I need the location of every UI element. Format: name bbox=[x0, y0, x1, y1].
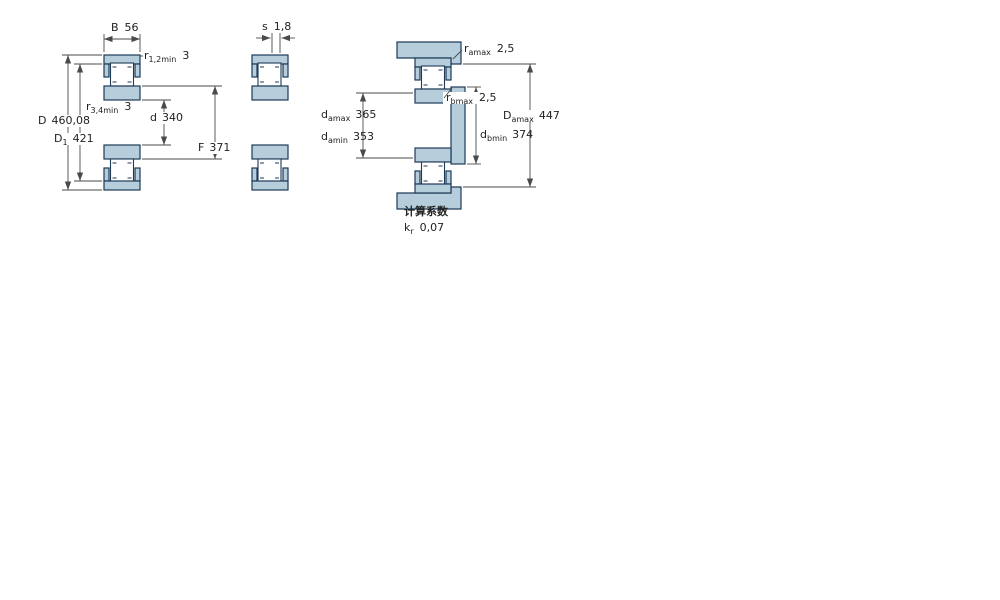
inner-ring-top bbox=[103, 85, 141, 101]
leader-line-ramax bbox=[452, 49, 463, 60]
outer-ring-flange-top-right bbox=[134, 63, 141, 78]
cage-marks bbox=[423, 165, 443, 182]
inner-ring-bottom bbox=[103, 144, 141, 160]
outer-ring-flange-top-left bbox=[414, 66, 421, 81]
outer-ring-flange-bottom-right bbox=[282, 167, 289, 182]
outer-ring-flange-top-left bbox=[103, 63, 110, 78]
label-background bbox=[147, 112, 185, 124]
outer-ring-flange-bottom-right bbox=[134, 167, 141, 182]
cage-marks bbox=[423, 69, 443, 86]
bearing-section bbox=[251, 54, 289, 191]
label-background bbox=[318, 109, 362, 121]
label-background bbox=[318, 131, 362, 143]
roller-top bbox=[109, 62, 135, 87]
roller-top bbox=[257, 62, 282, 87]
label-background bbox=[195, 142, 235, 154]
outer-ring-flange-top-left bbox=[251, 63, 258, 78]
label-background bbox=[500, 110, 554, 122]
mounting-parts bbox=[396, 41, 466, 210]
outer-ring-flange-top-right bbox=[445, 66, 452, 81]
calculation-heading: 计算系数 bbox=[404, 204, 449, 218]
cage-marks bbox=[112, 66, 132, 83]
roller-bottom bbox=[109, 158, 135, 183]
shaft-shoulder bbox=[450, 86, 466, 165]
roller-bottom bbox=[257, 158, 282, 183]
outer-ring-flange-top-right bbox=[282, 63, 289, 78]
outer-ring-bottom bbox=[251, 180, 289, 191]
cage-marks bbox=[260, 66, 279, 83]
cage-marks bbox=[112, 162, 132, 179]
cage-marks bbox=[260, 162, 279, 179]
inner-ring-bottom bbox=[414, 147, 452, 163]
roller-bottom bbox=[420, 161, 446, 186]
outer-ring-flange-bottom-right bbox=[445, 170, 452, 185]
label-background bbox=[36, 115, 100, 127]
outer-ring-flange-bottom-left bbox=[103, 167, 110, 182]
outer-ring-bottom bbox=[103, 180, 141, 191]
outer-ring-flange-bottom-left bbox=[414, 170, 421, 185]
roller-top bbox=[420, 65, 446, 90]
label-background bbox=[443, 92, 501, 104]
label-background bbox=[52, 133, 100, 145]
outer-ring-bottom bbox=[414, 183, 452, 194]
bearing-section bbox=[103, 54, 141, 191]
label-background bbox=[84, 101, 134, 112]
inner-ring-top bbox=[251, 85, 289, 101]
inner-ring-bottom bbox=[251, 144, 289, 160]
bearing-section bbox=[414, 57, 452, 194]
leader-line-rbmax bbox=[443, 87, 453, 99]
outer-ring-flange-bottom-left bbox=[251, 167, 258, 182]
